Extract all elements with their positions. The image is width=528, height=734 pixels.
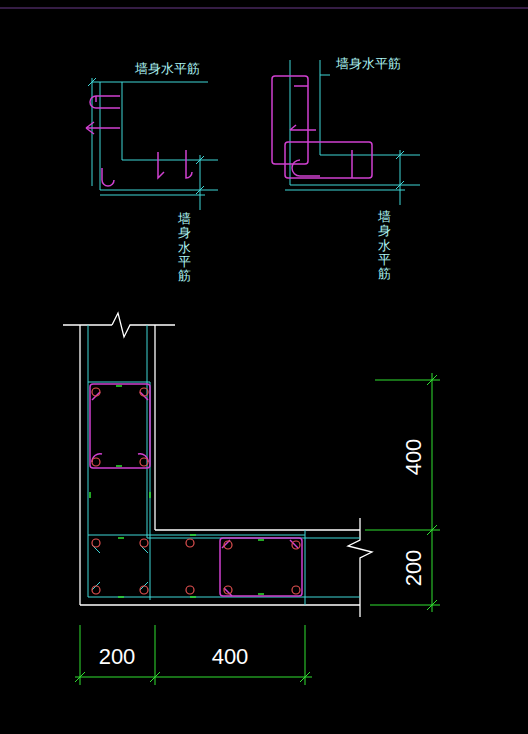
dimension-text: 200 xyxy=(401,550,427,587)
dimension-text: 400 xyxy=(212,644,249,670)
rebar-label: 墙身水平筋 xyxy=(378,210,391,281)
rebar-label: 墙身水平筋 xyxy=(178,212,191,283)
dimension-text: 400 xyxy=(401,439,427,476)
rebar-label: 墙身水平筋 xyxy=(336,55,401,73)
dimension-text: 200 xyxy=(99,644,136,670)
rebar-label: 墙身水平筋 xyxy=(135,60,200,78)
